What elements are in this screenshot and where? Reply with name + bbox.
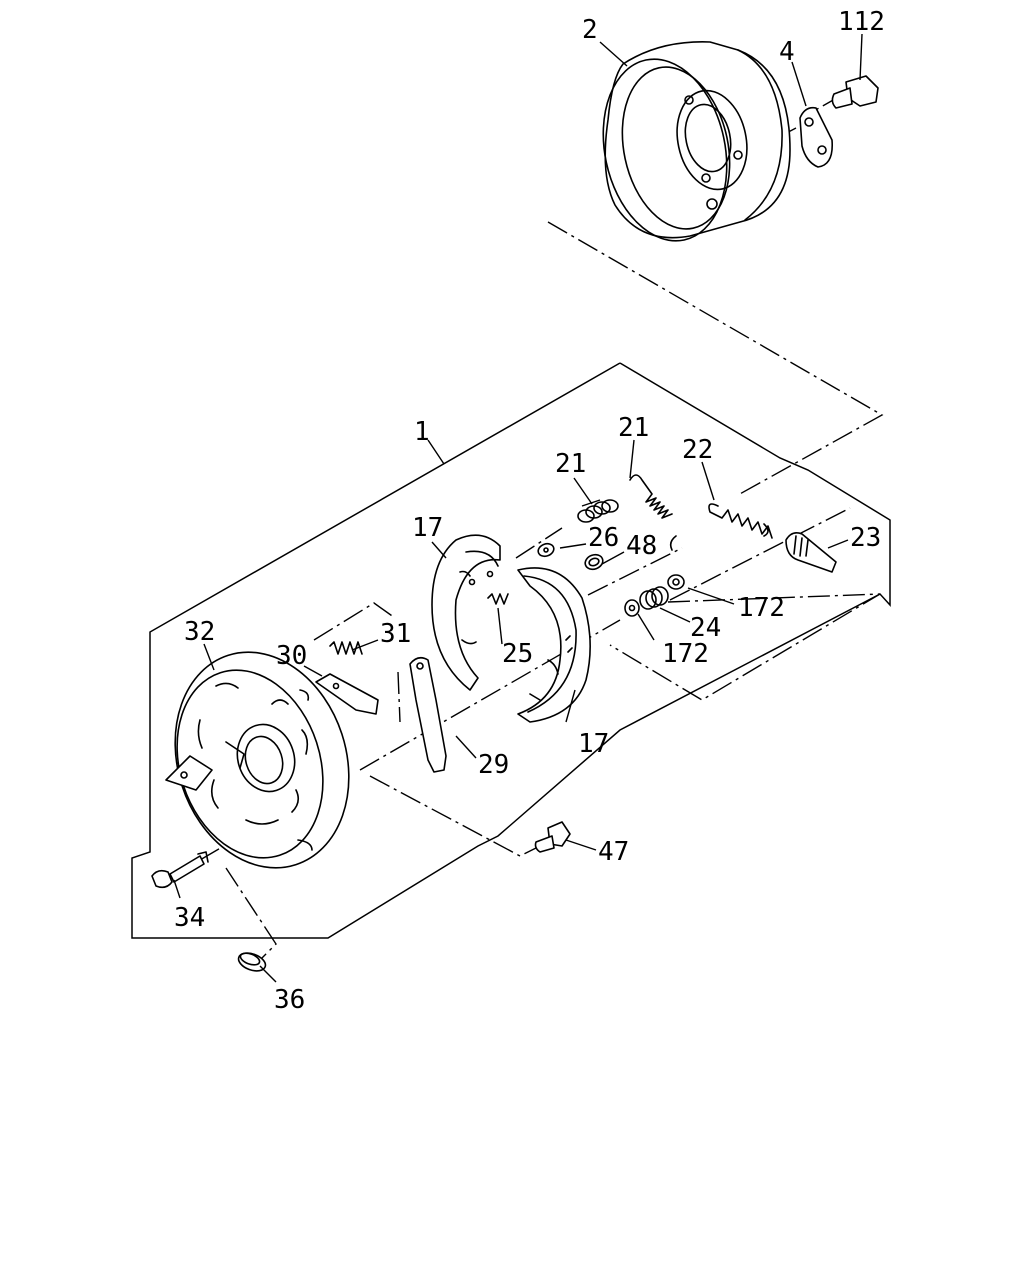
bolt-part-47	[534, 821, 571, 853]
callout-30: 30	[276, 641, 307, 671]
callout-22: 22	[682, 435, 713, 465]
callout-21-return: 21	[618, 413, 649, 443]
callout-21-coil: 21	[555, 449, 586, 479]
callout-48: 48	[626, 531, 657, 561]
washer-part-172-upper	[667, 574, 685, 590]
callout-32: 32	[184, 617, 215, 647]
callout-17-rear: 17	[412, 513, 443, 543]
adjuster-part-23	[785, 532, 837, 573]
spring-part-31	[329, 641, 363, 655]
callout-112: 112	[838, 7, 885, 37]
bolt-part-112	[831, 75, 879, 109]
callout-29: 29	[478, 750, 509, 780]
center-line-spring-31	[313, 602, 401, 723]
callout-172-upper: 172	[738, 593, 785, 623]
brake-shoe-rear	[431, 534, 501, 691]
callout-2: 2	[582, 15, 598, 45]
callout-172-lower: 172	[662, 639, 709, 669]
washer-part-172-lower	[624, 599, 640, 617]
center-line-plug-36	[225, 867, 277, 959]
callout-25: 25	[502, 639, 533, 669]
plate-part-4	[799, 106, 834, 168]
leader-lines	[173, 33, 863, 983]
lever-part-29	[409, 656, 447, 773]
pin-part-34	[151, 851, 209, 889]
callout-47: 47	[598, 837, 629, 867]
center-line-bolt-47	[369, 775, 541, 857]
callout-34: 34	[174, 903, 205, 933]
spring-part-22	[708, 503, 773, 539]
callout-23: 23	[850, 523, 881, 553]
callout-31: 31	[380, 619, 411, 649]
center-line-drum	[547, 221, 884, 496]
callout-24: 24	[690, 613, 721, 643]
nut-part-48	[584, 553, 604, 571]
washer-part-26	[537, 542, 555, 558]
callout-26: 26	[588, 523, 619, 553]
brake-drum	[602, 41, 791, 242]
spring-part-24	[639, 586, 669, 610]
brake-shoe-front	[517, 567, 591, 723]
plug-part-36	[237, 952, 267, 972]
callout-36: 36	[274, 985, 305, 1015]
backing-plate	[165, 651, 350, 869]
center-line-adjuster	[587, 547, 881, 701]
callout-17-front: 17	[578, 729, 609, 759]
lever-part-30	[315, 673, 379, 715]
spring-part-25	[487, 593, 509, 605]
spring-part-21-return	[629, 474, 677, 551]
assembly-frame	[131, 362, 891, 939]
callout-4: 4	[779, 37, 795, 67]
spring-part-21-coil	[577, 499, 619, 523]
callout-1: 1	[414, 417, 430, 447]
callout-labels: 1 2 4 112 17 17 21 21 22 23 24 25 26 29 …	[174, 7, 885, 1015]
